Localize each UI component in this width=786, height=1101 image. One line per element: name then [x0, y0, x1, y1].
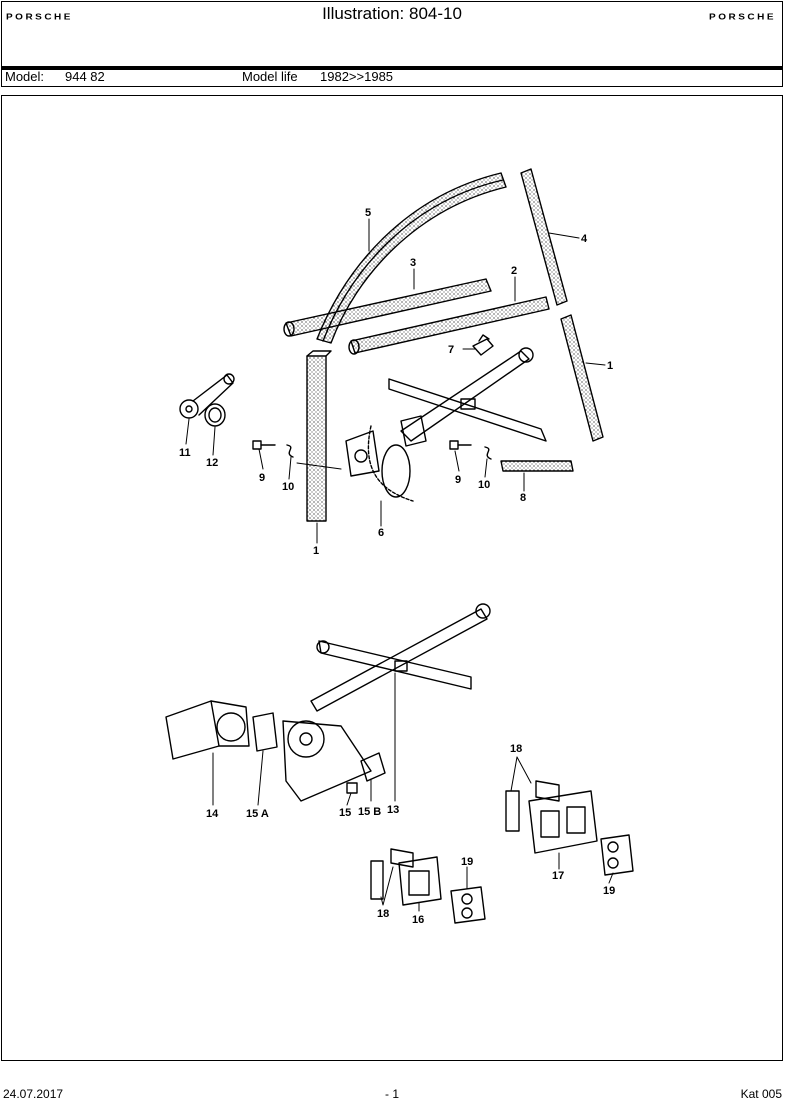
guide-rail-right	[560, 314, 604, 442]
switch-bracket-lower	[370, 848, 414, 900]
bracket-15b	[360, 752, 386, 782]
footer-catalog: Kat 005	[740, 1087, 782, 1101]
callout-9-left: 9	[259, 472, 265, 484]
exploded-parts-diagram: 5 3 2 4 1 7 1 6 8 11 12 9 10 9 10 13 14 …	[165, 168, 634, 926]
callout-18-lower: 18	[377, 908, 389, 920]
outer-window-strip	[283, 278, 492, 337]
model-label: Model:	[5, 69, 45, 84]
header-box: PORSCHE Illustration: 804-10 PORSCHE	[1, 1, 783, 67]
callout-1-left: 1	[313, 545, 319, 557]
illustration-frame: 5 3 2 4 1 7 1 6 8 11 12 9 10 9 10 13 14 …	[1, 95, 783, 1061]
callout-leaders	[185, 218, 614, 912]
porsche-logo-right: PORSCHE	[709, 13, 776, 22]
model-value: 944 82	[65, 69, 105, 84]
window-motor	[165, 700, 250, 760]
callout-6: 6	[378, 527, 384, 539]
footer-page: - 1	[385, 1087, 400, 1101]
footer-date: 24.07.2017	[3, 1087, 64, 1101]
guide-rail-left	[306, 350, 332, 522]
window-crank-handle	[179, 373, 235, 419]
callout-19-right: 19	[603, 885, 615, 897]
escutcheon-ring	[204, 403, 226, 427]
callout-3: 3	[410, 257, 416, 269]
switch-rocker-left	[450, 886, 486, 924]
callout-10-left: 10	[282, 481, 294, 493]
callout-8: 8	[520, 492, 526, 504]
callout-15: 15	[339, 807, 351, 819]
rear-guide-seal	[520, 168, 568, 306]
callout-19-lower: 19	[461, 856, 473, 868]
upper-window-regulator	[345, 347, 547, 502]
callout-18-upper: 18	[510, 743, 522, 755]
callout-14: 14	[206, 808, 219, 820]
callout-16: 16	[412, 914, 424, 926]
clip-part	[472, 334, 494, 356]
switch-bracket-upper	[505, 780, 560, 832]
callout-5: 5	[365, 207, 371, 219]
callout-11: 11	[179, 447, 191, 459]
model-life-label: Model life	[242, 69, 298, 84]
callout-15b: 15 B	[358, 806, 381, 818]
model-bar: Model: 944 82 Model life 1982>>1985	[1, 70, 783, 87]
header-rule	[1, 67, 783, 70]
switch-housing-small	[398, 856, 442, 906]
callout-2: 2	[511, 265, 517, 277]
cover-plate	[252, 712, 278, 752]
callout-17: 17	[552, 870, 564, 882]
callout-4: 4	[581, 233, 588, 245]
porsche-logo-left: PORSCHE	[6, 13, 73, 22]
callout-9-right: 9	[455, 474, 461, 486]
callout-10-right: 10	[478, 479, 490, 491]
switch-rocker-right	[600, 834, 634, 876]
callout-7: 7	[448, 344, 454, 356]
callout-12: 12	[206, 457, 218, 469]
page-title: Illustration: 804-10	[322, 4, 462, 23]
bolt-15	[346, 782, 358, 794]
callout-1-right: 1	[607, 360, 613, 372]
callout-13: 13	[387, 804, 399, 816]
inner-window-strip	[348, 296, 550, 355]
switch-housing-large	[528, 790, 598, 854]
power-window-regulator	[282, 603, 491, 802]
screw-washer-right	[449, 440, 492, 460]
screw-washer-left	[252, 440, 294, 458]
model-life-value: 1982>>1985	[320, 69, 394, 84]
callout-15a: 15 A	[246, 808, 269, 820]
guide-piece	[500, 460, 574, 472]
